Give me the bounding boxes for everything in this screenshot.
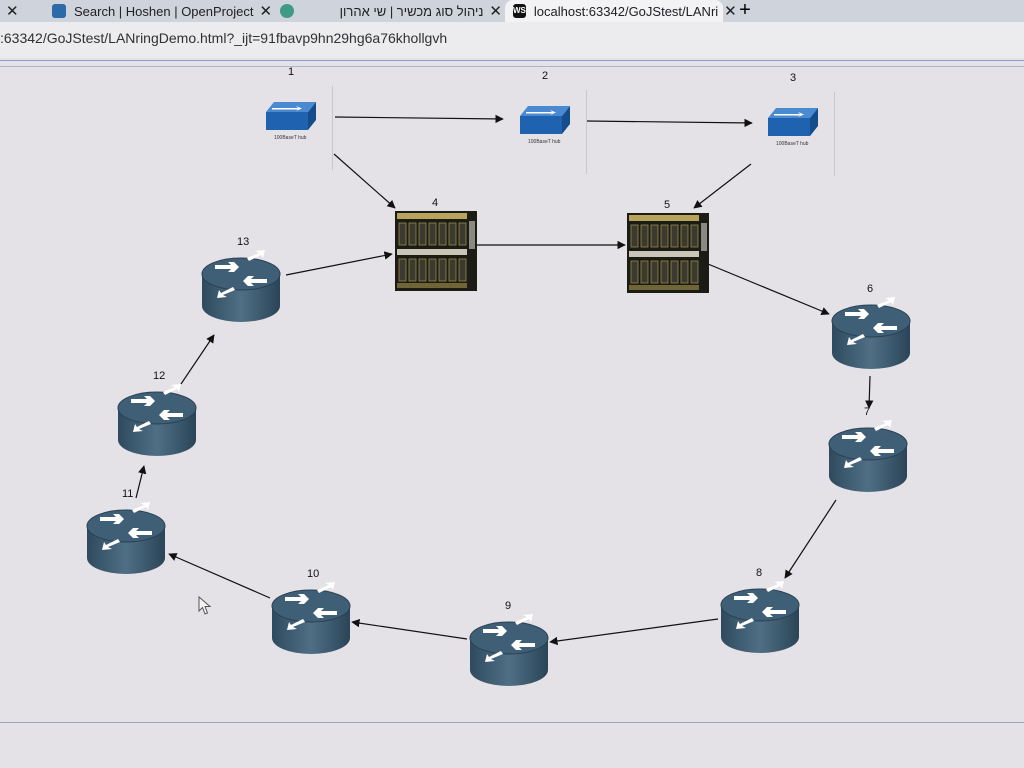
webstorm-favicon-icon: WS	[513, 4, 526, 18]
node-key-label: 1	[288, 66, 295, 78]
hub-node[interactable]: 1 100BaseT hub	[266, 66, 333, 170]
hub-caption: 100BaseT hub	[776, 141, 809, 147]
close-icon[interactable]: ✕	[724, 3, 737, 20]
url-text[interactable]: :63342/GoJStest/LANringDemo.html?_ijt=91…	[0, 30, 448, 46]
hub-caption: 100BaseT hub	[274, 135, 307, 141]
tab-partial[interactable]: ✕	[0, 0, 50, 22]
node-key-label: 3	[790, 72, 797, 84]
switch-icon	[395, 211, 477, 291]
divider	[0, 60, 1024, 61]
site-favicon-icon	[280, 4, 294, 18]
hub-node[interactable]: 2 100BaseT hub	[520, 70, 587, 174]
node-key-label: 10	[307, 568, 320, 580]
link-arrow[interactable]	[333, 153, 396, 209]
link-arrow[interactable]	[168, 553, 271, 599]
diagram-canvas[interactable]: 1 100BaseT hub 2 100BaseT hub 3 100BaseT hub 4…	[0, 62, 1024, 720]
router-node[interactable]: 8	[720, 567, 800, 661]
link-arrow[interactable]	[334, 114, 504, 124]
router-node[interactable]: 10	[271, 568, 351, 662]
node-key-label: 4	[432, 197, 439, 209]
node-key-label: 9	[505, 600, 512, 612]
link-arrow[interactable]	[285, 251, 393, 276]
node-key-label: 2	[542, 70, 549, 82]
hub-icon	[266, 102, 316, 130]
close-icon[interactable]: ✕	[6, 3, 19, 20]
node-frame-line	[586, 90, 587, 174]
link-arrow[interactable]	[135, 465, 147, 499]
link-arrow[interactable]	[180, 334, 215, 385]
hub-caption: 100BaseT hub	[528, 139, 561, 145]
divider	[0, 66, 1024, 67]
router-node[interactable]: 6	[831, 283, 911, 377]
hub-node[interactable]: 3 100BaseT hub	[768, 72, 835, 176]
tab-title: localhost:63342/GoJStest/LANri	[533, 3, 719, 19]
close-icon[interactable]: ✕	[489, 3, 502, 20]
node-key-label: 8	[756, 567, 763, 579]
router-node[interactable]: 9	[469, 600, 549, 694]
node-key-label: 6	[867, 283, 874, 295]
link-arrow[interactable]	[784, 499, 837, 579]
node-frame-line	[332, 86, 333, 170]
tab-device-type[interactable]: ניהול סוג מכשיר | שי אהרון ✕	[280, 0, 502, 22]
node-key-label: 13	[237, 236, 250, 248]
switch-icon	[627, 213, 709, 293]
link-layer	[135, 114, 874, 646]
address-bar[interactable]: :63342/GoJStest/LANringDemo.html?_ijt=91…	[0, 22, 1024, 58]
node-key-label: 12	[153, 370, 166, 382]
link-arrow[interactable]	[707, 263, 830, 315]
divider	[0, 722, 1024, 723]
link-arrow[interactable]	[865, 375, 874, 409]
node-frame-line	[834, 92, 835, 176]
tab-title: Search | Hoshen | OpenProject	[74, 3, 254, 19]
link-arrow[interactable]	[586, 118, 753, 128]
hub-icon	[768, 108, 818, 136]
router-icon	[469, 614, 549, 686]
router-node[interactable]: 12	[117, 370, 197, 464]
node-key-label: 11	[122, 488, 134, 500]
link-arrow[interactable]	[549, 618, 719, 646]
link-arrow[interactable]	[351, 618, 468, 640]
openproject-favicon-icon	[52, 4, 66, 18]
router-icon	[201, 250, 281, 322]
close-icon[interactable]: ✕	[259, 3, 273, 20]
tab-openproject[interactable]: Search | Hoshen | OpenProject ✕	[52, 0, 274, 22]
new-tab-button[interactable]: +	[739, 0, 751, 21]
router-icon	[86, 502, 166, 574]
switch-node[interactable]: 4	[395, 197, 477, 291]
router-icon	[831, 297, 911, 369]
router-node[interactable]: 13	[201, 236, 281, 330]
tab-title: ניהול סוג מכשיר | שי אהרון	[339, 3, 484, 19]
router-icon	[117, 384, 197, 456]
router-node[interactable]: 7	[828, 406, 908, 500]
hub-icon	[520, 106, 570, 134]
tab-strip: ✕ Search | Hoshen | OpenProject ✕ ניהול …	[0, 0, 1024, 22]
router-icon	[828, 420, 908, 492]
mouse-cursor-icon	[198, 595, 212, 615]
router-icon	[271, 582, 351, 654]
tab-lanring-demo[interactable]: WS localhost:63342/GoJStest/LANri ✕	[505, 0, 737, 22]
switch-node[interactable]: 5	[627, 199, 709, 293]
router-node[interactable]: 11	[86, 488, 166, 582]
node-key-label: 5	[664, 199, 671, 211]
node-key-label: 7	[864, 406, 871, 418]
link-arrow[interactable]	[693, 163, 752, 209]
router-icon	[720, 581, 800, 653]
